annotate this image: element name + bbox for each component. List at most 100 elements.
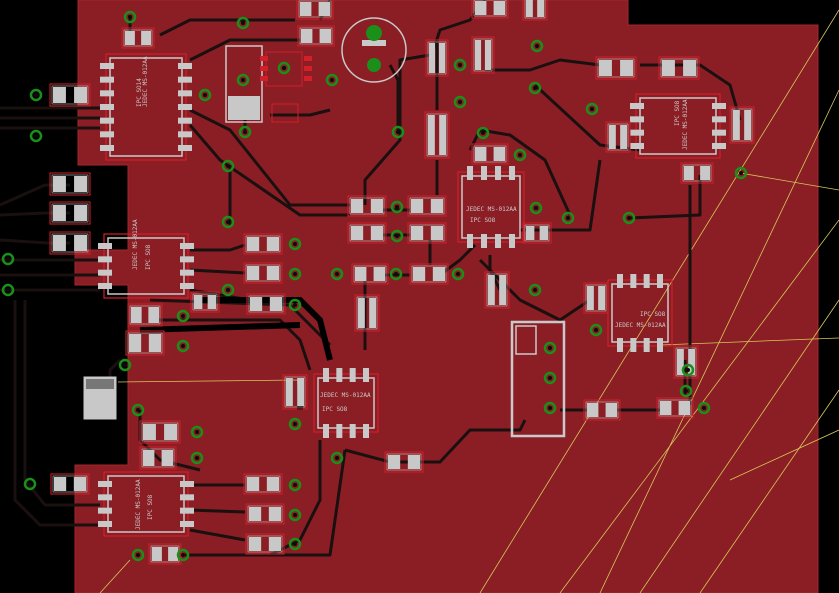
- silkscreen: [411, 265, 447, 283]
- pad: [475, 1, 487, 15]
- ic-body-outline: [461, 175, 521, 239]
- trimmer-knob: [515, 325, 537, 355]
- via-hole: [458, 63, 462, 67]
- pad: [286, 378, 293, 406]
- smd-component: [148, 543, 182, 565]
- smd-component: [407, 195, 447, 217]
- component-outline: [297, 25, 335, 47]
- silkscreen: [51, 174, 89, 194]
- via-hole: [533, 86, 537, 90]
- trace: [188, 124, 350, 217]
- connector-top: [86, 379, 114, 389]
- via: [543, 401, 557, 415]
- via: [288, 267, 302, 281]
- pad: [475, 40, 482, 70]
- trace: [388, 64, 400, 130]
- smd-component: [347, 195, 387, 217]
- components[interactable]: [49, 0, 755, 565]
- pad: [143, 424, 156, 440]
- silkscreen: [141, 448, 175, 468]
- ic-pin: [481, 166, 487, 180]
- via-hole: [395, 234, 399, 238]
- via: [528, 283, 542, 297]
- smd-component: [680, 162, 714, 184]
- trace: [485, 58, 601, 72]
- pad: [369, 298, 376, 328]
- trace: [269, 440, 322, 557]
- silkscreen: [245, 264, 281, 282]
- ic-label-u6-ipc: IPC SO8: [674, 100, 681, 126]
- component-outline: [484, 271, 510, 309]
- trace: [270, 108, 331, 117]
- ic-pin: [98, 521, 112, 527]
- silkscreen: [192, 293, 218, 311]
- silkscreen: [585, 284, 607, 312]
- pad: [297, 378, 304, 406]
- component-outline: [243, 233, 283, 255]
- pad: [266, 477, 279, 491]
- silkscreen: [248, 295, 284, 313]
- component-outline: [424, 111, 450, 159]
- silkscreen: [473, 145, 507, 163]
- ic-pin: [657, 274, 663, 288]
- connector-footprint: [83, 376, 117, 420]
- ratsnest-line: [739, 172, 839, 191]
- pad: [662, 60, 675, 76]
- ic-labels: JEDEC MS-012AA IPC SO14 JEDEC MS-012AA I…: [132, 56, 689, 530]
- silkscreen: [409, 197, 445, 215]
- silkscreen: [245, 475, 281, 493]
- silkscreen: [731, 108, 753, 142]
- pad: [526, 226, 535, 240]
- silkscreen: [123, 29, 153, 47]
- pad: [164, 424, 177, 440]
- pad: [247, 266, 260, 280]
- via-hole: [293, 542, 297, 546]
- via-hole: [548, 406, 552, 410]
- pad: [429, 43, 436, 73]
- ic-pin: [180, 507, 194, 514]
- smd-component: [605, 121, 631, 153]
- pad: [660, 401, 672, 415]
- ic-pin: [349, 368, 356, 382]
- via: [288, 478, 302, 492]
- ratsnest-line: [479, 9, 839, 593]
- via-hole: [702, 406, 706, 410]
- ic-pin: [363, 368, 369, 382]
- pad: [125, 31, 135, 45]
- component-outline: [282, 374, 308, 410]
- smd-component: [656, 397, 694, 419]
- via-hole: [330, 78, 334, 82]
- pad: [268, 507, 281, 521]
- smd-component: [246, 293, 286, 315]
- via-hole: [739, 171, 743, 175]
- trace: [439, 243, 477, 277]
- component-outline: [127, 303, 163, 327]
- via: [123, 10, 137, 24]
- smd-component: [384, 451, 424, 473]
- pad: [683, 60, 696, 76]
- trace: [189, 268, 246, 275]
- ic-keepout: [103, 471, 189, 537]
- smd-component: [139, 420, 181, 444]
- silkscreen: [427, 41, 447, 75]
- ic-pin: [100, 131, 114, 138]
- pad: [620, 125, 627, 149]
- ic-pin: [100, 76, 114, 83]
- via: [453, 58, 467, 72]
- silkscreen: [247, 505, 283, 523]
- via: [288, 508, 302, 522]
- ic-label-u1-pkg: JEDEC MS-012AA: [142, 56, 149, 107]
- pad: [148, 334, 161, 352]
- smd-component: [243, 473, 283, 495]
- ic-pin: [509, 234, 515, 248]
- smd-component: [484, 271, 510, 309]
- ic-pin: [178, 90, 192, 97]
- ic-pin: [363, 424, 369, 438]
- via-hole: [518, 153, 522, 157]
- ic-pin: [336, 424, 343, 438]
- via: [513, 148, 527, 162]
- ic-pin: [643, 274, 650, 288]
- via: [390, 229, 404, 243]
- ic-pin: [180, 481, 194, 487]
